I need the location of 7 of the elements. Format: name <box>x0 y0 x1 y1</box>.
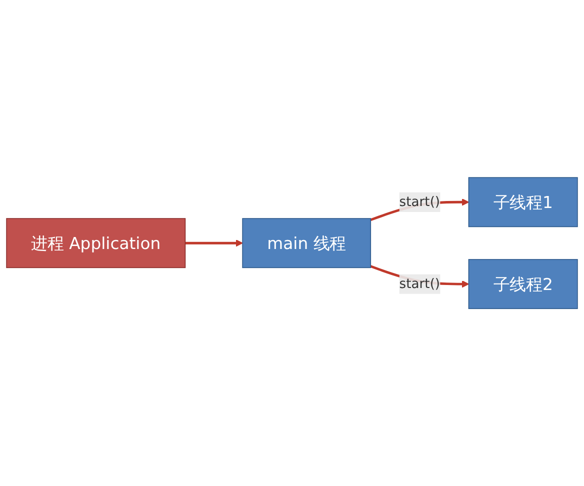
node-box: 子线程1 <box>468 177 578 228</box>
edge-label: start() <box>399 194 440 210</box>
arrow <box>185 239 243 247</box>
node-box: 进程 Application <box>6 218 186 268</box>
node-box: 子线程2 <box>468 258 578 309</box>
node-box: main 线程 <box>242 218 372 268</box>
edge-label: start() <box>399 276 440 292</box>
